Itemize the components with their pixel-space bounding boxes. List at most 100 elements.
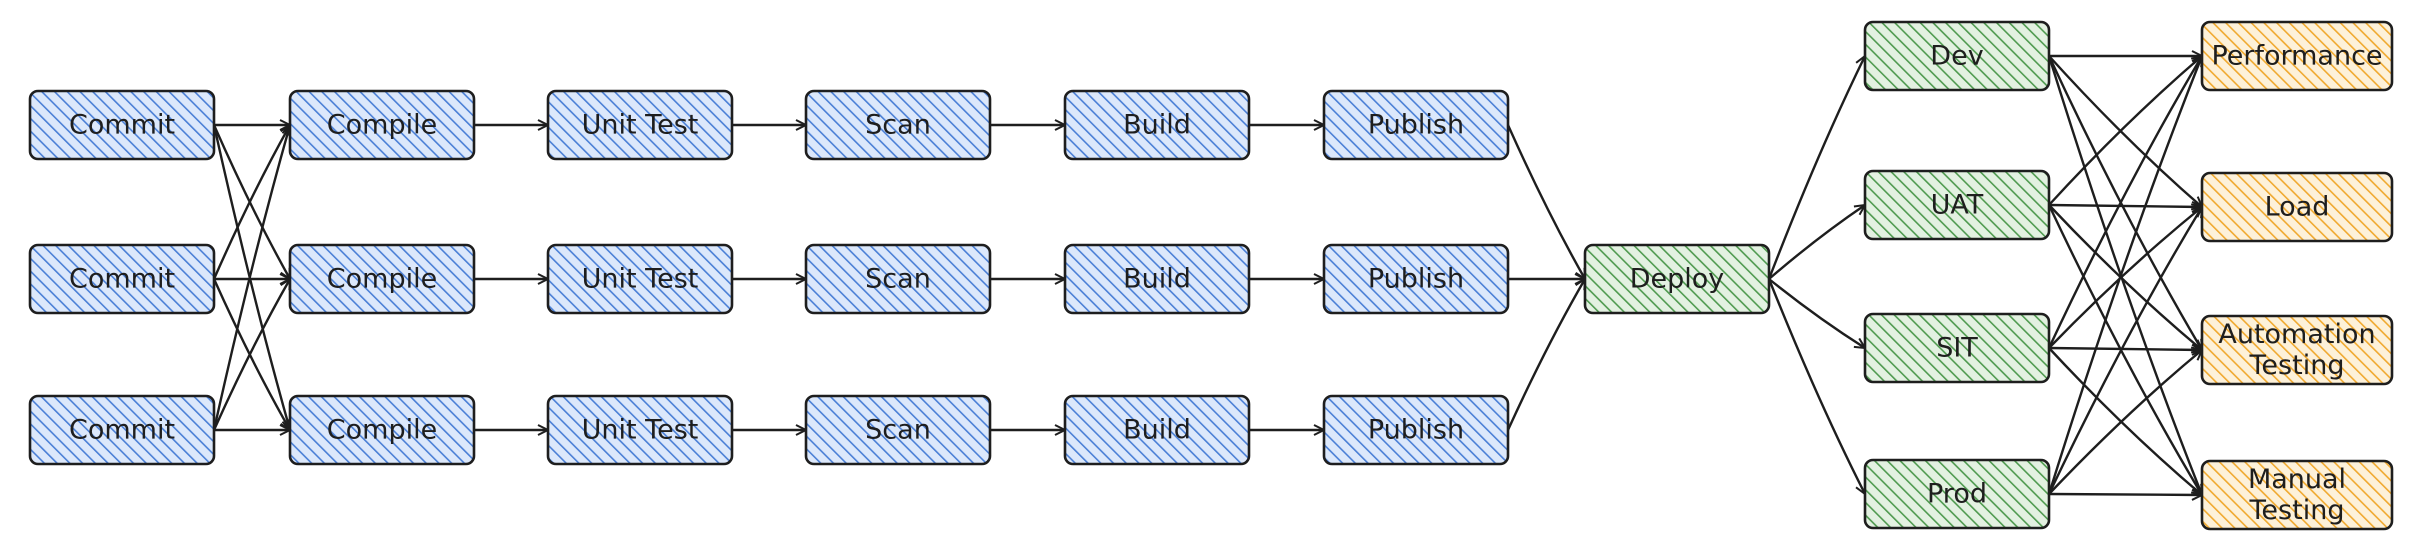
node-box [1863,20,2051,92]
node-build-2[interactable]: Build [1063,243,1251,315]
node-box [28,89,216,161]
node-box [1863,169,2051,241]
edge-dev-to-load [2048,55,2203,208]
node-unit-test-2[interactable]: Unit Test [546,243,734,315]
edge-commit-2-to-compile-1 [212,124,292,280]
node-label: Testing [2249,495,2345,526]
edge-sit-to-performance [2047,55,2204,349]
edge-deploy-to-dev [1767,55,1867,280]
edge-commit-3-to-compile-2 [212,278,292,431]
node-unit-test-1[interactable]: Unit Test [546,89,734,161]
node-deploy[interactable]: Deploy [1583,243,1771,315]
node-label: Scan [865,415,931,446]
node-box [1583,243,1771,315]
edge-deploy-to-sit [1768,278,1866,350]
node-box [28,394,216,466]
node-box [288,243,476,315]
node-label: Build [1123,264,1191,295]
node-label: Manual [2248,464,2346,495]
node-label: Build [1123,110,1191,141]
node-box [1063,89,1251,161]
edge-uat-to-load [2048,200,2203,213]
edge-dev-to-automation-testing [2047,55,2204,351]
node-scan-3[interactable]: Scan [804,394,992,466]
node-label: Unit Test [582,264,699,295]
node-box [1322,89,1510,161]
node-box [804,394,992,466]
node-box [804,89,992,161]
node-box [1863,458,2051,530]
node-box [546,243,734,315]
edge-sit-to-manual-testing [2048,347,2203,496]
node-box [2200,171,2394,243]
node-commit-3[interactable]: Commit [28,394,216,466]
node-label: Testing [2249,350,2345,381]
node-label: Compile [327,415,437,446]
edge-commit-3-to-compile-1 [212,124,294,431]
node-label: Publish [1368,110,1464,141]
edge-commit-1-to-compile-2 [212,124,292,280]
edge-prod-to-manual-testing [2048,489,2203,501]
node-unit-test-3[interactable]: Unit Test [546,394,734,466]
node-publish-3[interactable]: Publish [1322,394,1510,466]
node-performance[interactable]: Performance [2200,20,2394,92]
node-box [546,394,734,466]
node-label: Automation [2218,319,2375,350]
node-commit-2[interactable]: Commit [28,243,216,315]
node-label: UAT [1931,190,1984,221]
node-label: Unit Test [582,110,699,141]
edge-publish-1-to-deploy [1506,124,1587,280]
node-uat[interactable]: UAT [1863,169,2051,241]
edge-deploy-to-prod [1767,278,1867,495]
node-prod[interactable]: Prod [1863,458,2051,530]
node-label: Scan [865,110,931,141]
edge-commit-1-to-compile-3 [212,124,294,431]
edge-sit-to-load [2048,206,2203,349]
node-box [28,243,216,315]
node-box [1322,243,1510,315]
node-label: Publish [1368,264,1464,295]
edge-prod-to-load [2047,206,2204,495]
edge-publish-3-to-deploy [1506,278,1587,431]
edge-prod-to-automation-testing [2048,349,2203,495]
node-scan-1[interactable]: Scan [804,89,992,161]
node-label: Build [1123,415,1191,446]
node-box [2200,459,2394,531]
node-load[interactable]: Load [2200,171,2394,243]
node-box [1063,243,1251,315]
node-label: Commit [69,415,175,446]
node-compile-3[interactable]: Compile [288,394,476,466]
node-label: Scan [865,264,931,295]
node-scan-2[interactable]: Scan [804,243,992,315]
node-label: Deploy [1630,264,1725,295]
edge-uat-to-manual-testing [2047,204,2204,496]
node-box [288,394,476,466]
node-dev[interactable]: Dev [1863,20,2051,92]
node-sit[interactable]: SIT [1863,312,2051,384]
edge-prod-to-performance [2047,55,2204,495]
node-label: Compile [327,264,437,295]
node-publish-1[interactable]: Publish [1322,89,1510,161]
node-label: Commit [69,110,175,141]
node-box [288,89,476,161]
node-build-1[interactable]: Build [1063,89,1251,161]
node-compile-2[interactable]: Compile [288,243,476,315]
node-box [804,243,992,315]
node-compile-1[interactable]: Compile [288,89,476,161]
node-box [546,89,734,161]
node-build-3[interactable]: Build [1063,394,1251,466]
node-box [1322,394,1510,466]
node-publish-2[interactable]: Publish [1322,243,1510,315]
node-box [2200,314,2394,386]
edge-deploy-to-uat [1768,204,1866,280]
node-box [1063,394,1251,466]
node-commit-1[interactable]: Commit [28,89,216,161]
edge-commit-2-to-compile-3 [212,278,292,431]
edge-uat-to-automation-testing [2048,204,2203,351]
node-label: SIT [1936,333,1978,364]
node-label: Performance [2211,41,2382,72]
node-label: Publish [1368,415,1464,446]
